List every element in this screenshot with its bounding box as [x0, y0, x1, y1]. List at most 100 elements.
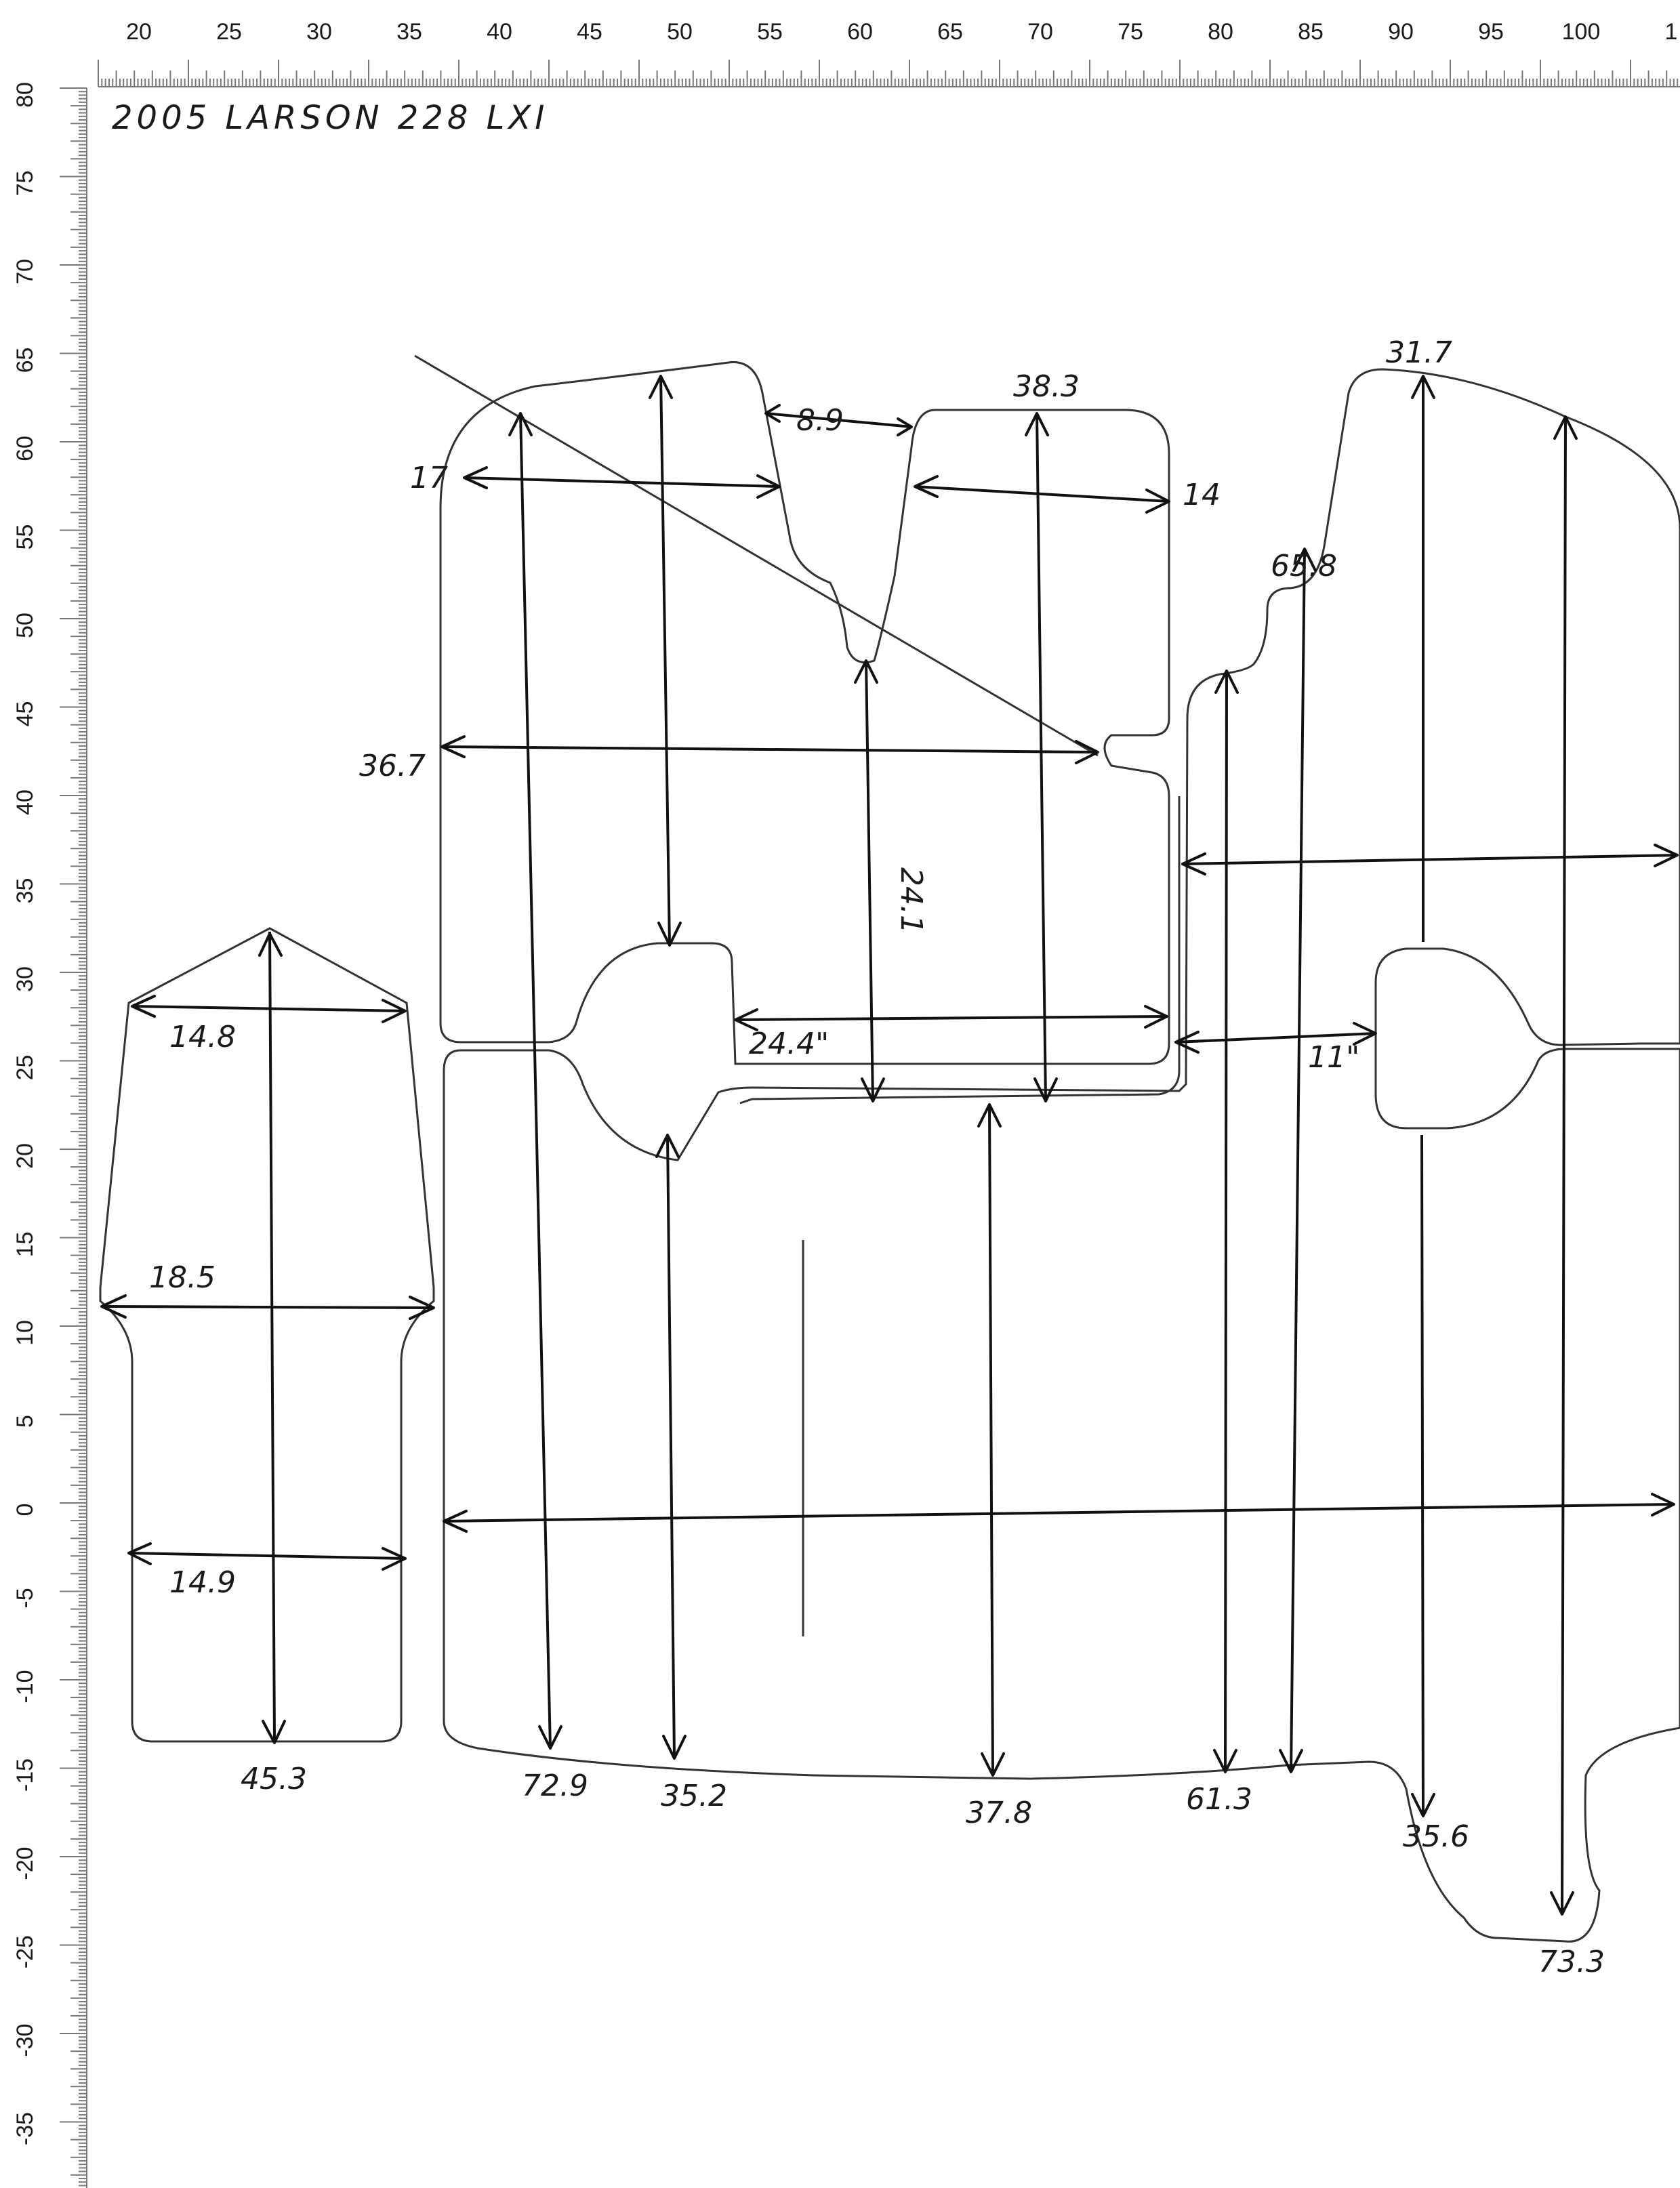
- left-ruler-number: 65: [12, 348, 38, 373]
- left-ruler-number: -30: [12, 2023, 38, 2057]
- top-ruler-number: 65: [937, 19, 963, 45]
- label-starboard-top-width: 31.7: [1386, 335, 1452, 370]
- label-starboard-gap: 11": [1308, 1040, 1359, 1075]
- left-panel-outline: [99, 927, 435, 1743]
- left-ruler-number: 75: [12, 171, 38, 197]
- floor-main-outline: [443, 368, 1680, 1943]
- dim-floor-mid-length-heads: [1213, 669, 1239, 1773]
- piece-outlines: [99, 361, 1680, 1943]
- top-ruler-number: 20: [126, 19, 152, 45]
- template-title: 2005 LARSON 228 LXI: [112, 99, 548, 137]
- top-ruler-number: 60: [847, 19, 873, 45]
- left-ruler: 80757065605550454035302520151050-5-10-15…: [12, 82, 87, 2188]
- top-ruler-number: 85: [1298, 19, 1324, 45]
- left-ruler-number: 30: [12, 966, 38, 992]
- dim-notch-depth-heads: [854, 659, 885, 1102]
- dim-left-panel-low: [128, 1552, 406, 1560]
- dim-floor-port-length-heads: [655, 1134, 687, 1760]
- dim-floor-center-length: [988, 1104, 994, 1776]
- label-cockpit-left-width: 17: [410, 461, 448, 495]
- left-ruler-number: 0: [12, 1504, 38, 1516]
- label-cockpit-right-width: 14: [1183, 478, 1221, 512]
- top-ruler-number: 1: [1665, 19, 1678, 45]
- left-ruler-number: -25: [12, 1935, 38, 1968]
- dim-helm-width-heads: [441, 735, 1099, 764]
- label-bottom-dim-4: 61.3: [1186, 1782, 1252, 1817]
- left-ruler-number: 60: [12, 436, 38, 461]
- dim-notch-width-heads: [764, 404, 913, 436]
- label-left-panel-low-width: 14.9: [169, 1565, 236, 1600]
- left-ruler-number: 20: [12, 1143, 38, 1169]
- dim-left-panel-top: [131, 1005, 406, 1012]
- dim-starboard-lower-length-head: [1411, 1793, 1435, 1817]
- dim-left-panel-low-heads: [127, 1542, 407, 1571]
- dim-cockpit-left-width-heads: [463, 466, 781, 499]
- label-bottom-dim-5: 35.6: [1403, 1819, 1469, 1854]
- dim-starboard-full-length-heads: [1550, 415, 1578, 1916]
- label-bottom-dim-1: 72.9: [522, 1769, 588, 1803]
- dim-floor-mid-length: [1224, 670, 1228, 1773]
- dim-helm-width: [441, 745, 1099, 754]
- dim-floor-port-length: [666, 1134, 676, 1759]
- left-ruler-number: 10: [12, 1320, 38, 1346]
- top-ruler-number: 50: [667, 19, 693, 45]
- dim-starboard-full-length: [1561, 416, 1567, 1915]
- top-ruler-number: 95: [1478, 19, 1504, 45]
- top-ruler-number: 30: [306, 19, 332, 45]
- cockpit-upper-seam: [739, 796, 1181, 1105]
- left-ruler-number: 25: [12, 1055, 38, 1081]
- top-ruler-number: 100: [1562, 19, 1601, 45]
- dim-notch-depth: [865, 660, 874, 1102]
- left-ruler-number: 5: [12, 1415, 38, 1428]
- top-ruler-number: 90: [1388, 19, 1414, 45]
- dim-left-panel-mid: [101, 1305, 434, 1309]
- dim-left-panel-mid-heads: [100, 1294, 435, 1320]
- dim-floor-full-width-heads: [443, 1493, 1675, 1533]
- left-ruler-number: -5: [12, 1588, 38, 1608]
- reference-diagonal-line: [414, 354, 1099, 757]
- cockpit-upper-outline: [439, 361, 1170, 1065]
- left-ruler-number: 35: [12, 878, 38, 904]
- dim-floor-full-width: [443, 1503, 1675, 1523]
- measurement-labels: 14.8 18.5 14.9 45.3 8.9 38.3 17 14 36.7 …: [149, 335, 1605, 1979]
- top-ruler-number: 40: [487, 19, 512, 45]
- dim-cockpit-depth-heads: [649, 375, 682, 947]
- label-gap-width: 24.4": [749, 1027, 829, 1061]
- dim-starboard-upper-length-head: [1411, 375, 1435, 399]
- left-ruler-number: 50: [12, 613, 38, 638]
- top-ruler-number: 25: [216, 19, 242, 45]
- left-ruler-number: -35: [12, 2112, 38, 2145]
- dim-floor-center-length-heads: [977, 1103, 1005, 1777]
- left-ruler-number: 45: [12, 701, 38, 727]
- label-helm-width: 36.7: [359, 749, 426, 783]
- dim-center-top-length: [1036, 413, 1047, 1102]
- left-ruler-number: 55: [12, 524, 38, 550]
- top-ruler-number: 55: [757, 19, 783, 45]
- dim-starboard-gap-heads: [1174, 1022, 1377, 1054]
- label-left-panel-length: 45.3: [241, 1762, 307, 1796]
- dim-cockpit-right-width-heads: [914, 475, 1170, 514]
- dim-center-top-length-heads: [1025, 412, 1058, 1102]
- top-ruler-number: 75: [1118, 19, 1143, 45]
- dim-gap-width-heads: [734, 1005, 1168, 1031]
- dim-left-panel-length: [268, 931, 276, 1742]
- left-ruler-number: 40: [12, 789, 38, 815]
- label-center-top-width: 38.3: [1013, 369, 1080, 404]
- label-starboard-step: 65.8: [1271, 549, 1337, 583]
- top-ruler-number: 35: [396, 19, 422, 45]
- left-ruler-number: -15: [12, 1758, 38, 1792]
- left-ruler-number: -10: [12, 1670, 38, 1703]
- dim-starboard-lower-length: [1420, 1134, 1425, 1817]
- top-ruler-ticks: [98, 60, 1679, 87]
- label-bottom-dim-6: 73.3: [1538, 1945, 1605, 1979]
- top-ruler-number: 80: [1208, 19, 1233, 45]
- label-bottom-dim-3: 37.8: [966, 1796, 1032, 1830]
- left-ruler-number: 15: [12, 1232, 38, 1258]
- left-ruler-number: 80: [12, 82, 38, 108]
- dim-left-panel-top-heads: [131, 995, 407, 1023]
- dim-notch-width: [765, 412, 912, 428]
- dim-full-length-port-heads: [508, 412, 562, 1750]
